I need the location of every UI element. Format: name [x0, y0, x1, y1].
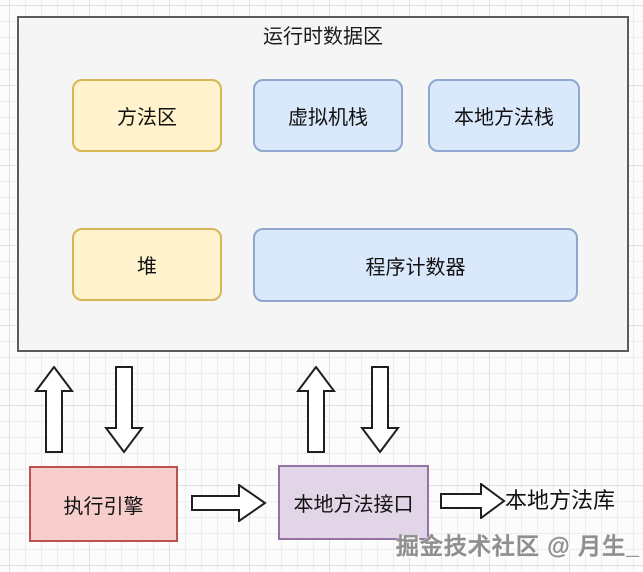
up-arrow-2: [296, 366, 336, 454]
down-arrow-1: [104, 366, 144, 454]
native-method-stack-box: 本地方法栈: [428, 79, 580, 152]
watermark: 掘金技术社区 @ 月生_: [396, 533, 640, 559]
vm-stack-box: 虚拟机栈: [253, 79, 403, 152]
runtime-data-area-title: 运行时数据区: [263, 26, 383, 48]
native-method-library-label: 本地方法库: [505, 488, 616, 513]
native-method-interface-box: 本地方法接口: [278, 465, 429, 540]
up-arrow-1: [34, 366, 74, 454]
down-arrow-2: [360, 366, 400, 454]
method-area-box: 方法区: [72, 79, 222, 152]
right-arrow-interface-to-library: [440, 483, 506, 519]
right-arrow-engine-to-interface: [191, 484, 267, 522]
program-counter-box: 程序计数器: [253, 228, 578, 302]
heap-box: 堆: [72, 228, 222, 301]
execution-engine-box: 执行引擎: [29, 466, 178, 542]
